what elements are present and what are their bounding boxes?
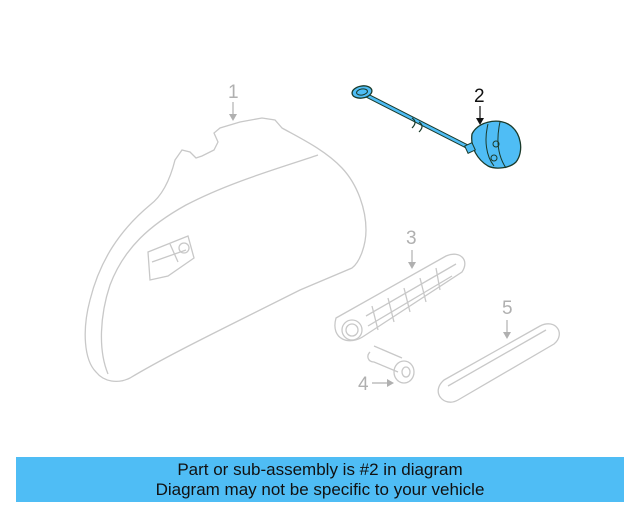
callout-4: 4	[358, 374, 369, 395]
parts-diagram: 1 2 3 4 5	[84, 82, 560, 403]
callout-1: 1	[228, 82, 239, 103]
part-4-screw	[367, 345, 415, 384]
part-1-glove-box	[84, 117, 367, 383]
part-2-lock-cable	[351, 85, 522, 169]
part-5-handle-cover	[437, 323, 560, 403]
callout-5: 5	[502, 298, 513, 319]
part-3-handle-frame	[334, 253, 466, 342]
callout-2: 2	[474, 86, 485, 107]
banner-disclaimer-line: Diagram may not be specific to your vehi…	[155, 480, 485, 499]
banner-part-line: Part or sub-assembly is #2 in diagram	[177, 460, 463, 479]
callout-3: 3	[406, 228, 417, 249]
part-info-banner: Part or sub-assembly is #2 in diagram Di…	[16, 457, 624, 502]
